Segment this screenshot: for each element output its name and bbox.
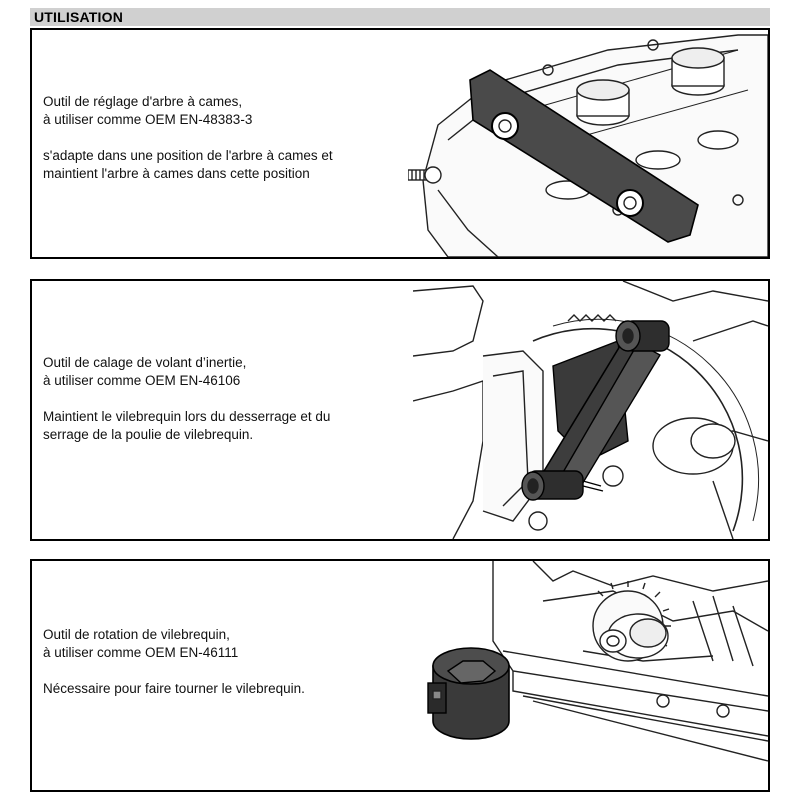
tool-panel-flywheel: Outil de calage de volant d’inertie, à u… xyxy=(30,279,770,541)
tool-name-line: Outil de calage de volant d’inertie, xyxy=(43,355,247,370)
section-title: UTILISATION xyxy=(34,9,124,25)
tool-name-line: Outil de rotation de vilebrequin, xyxy=(43,627,230,642)
tool-usage-line: Maintient le vilebrequin lors du desserr… xyxy=(43,409,331,424)
section-header: UTILISATION xyxy=(30,8,770,26)
tool-panel-camshaft: Outil de réglage d'arbre à cames, à util… xyxy=(30,28,770,259)
tool-oem-line: à utiliser comme OEM EN-48383-3 xyxy=(43,112,253,127)
tool-description: Outil de rotation de vilebrequin, à util… xyxy=(43,626,413,698)
tool-oem-line: à utiliser comme OEM EN-46106 xyxy=(43,373,241,388)
tool-usage-line: s'adapte dans une position de l'arbre à … xyxy=(43,148,333,163)
tool-usage-line: serrage de la poulie de vilebrequin. xyxy=(43,427,254,442)
tool-description: Outil de calage de volant d’inertie, à u… xyxy=(43,354,413,444)
tool-description: Outil de réglage d'arbre à cames, à util… xyxy=(43,93,413,183)
tool-usage-line: Nécessaire pour faire tourner le vilebre… xyxy=(43,681,305,696)
tool-name-line: Outil de réglage d'arbre à cames, xyxy=(43,94,243,109)
crankshaft-rotation-tool-illustration xyxy=(413,561,768,790)
tool-panel-crankshaft-rotation: Outil de rotation de vilebrequin, à util… xyxy=(30,559,770,792)
camshaft-setting-tool-illustration xyxy=(408,30,768,257)
tool-usage-line: maintient l'arbre à cames dans cette pos… xyxy=(43,166,310,181)
flywheel-locking-tool-illustration xyxy=(413,281,768,539)
tool-oem-line: à utiliser comme OEM EN-46111 xyxy=(43,645,239,660)
